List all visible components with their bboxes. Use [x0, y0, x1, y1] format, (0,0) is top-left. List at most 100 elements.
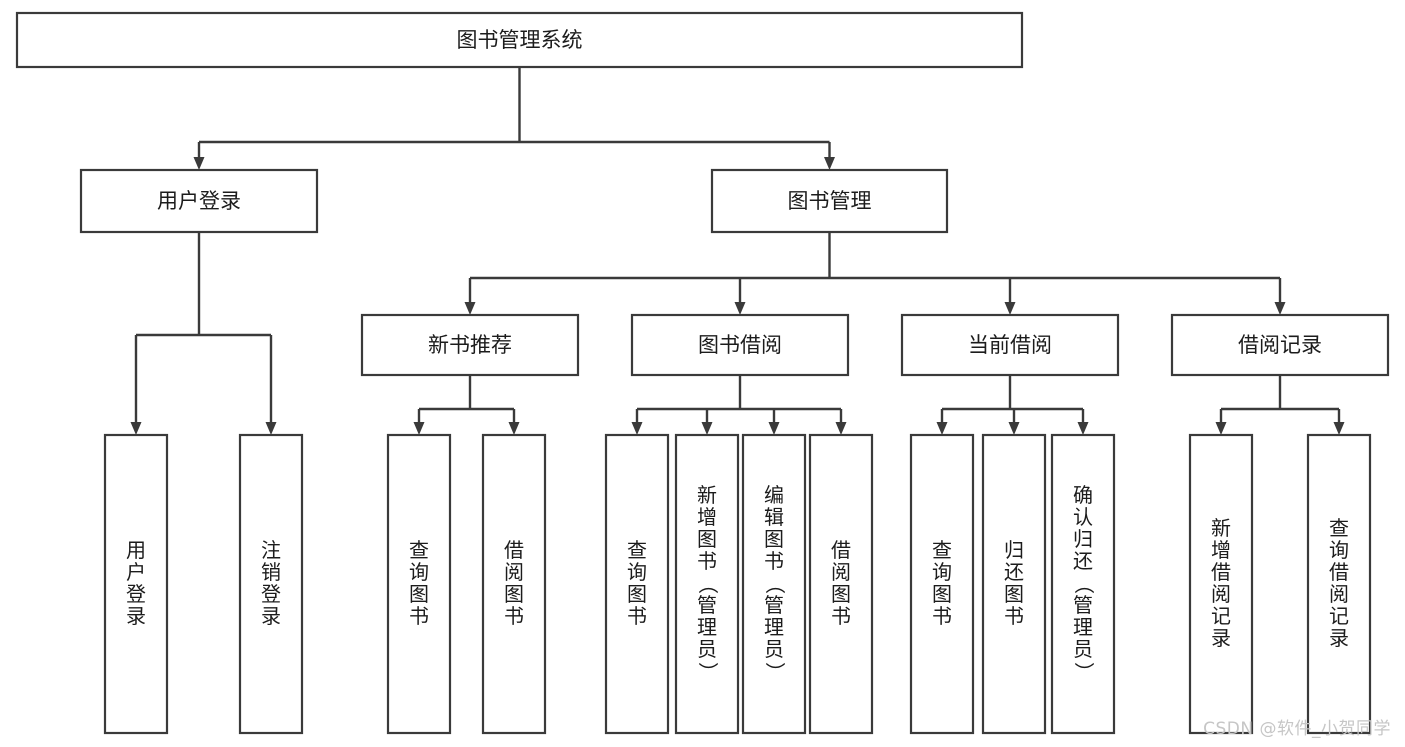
node-label-char: 阅 — [504, 560, 524, 584]
node-label-char: （ — [696, 574, 720, 594]
node-label-char: 录 — [1329, 626, 1349, 650]
node-label-char: 新 — [1211, 516, 1231, 540]
node-new-book-rec[interactable]: 新书推荐 — [360, 313, 580, 377]
node-book-manage[interactable]: 图书管理 — [710, 168, 949, 234]
node-label-char: 理 — [1073, 615, 1093, 639]
node-label-char: 理 — [697, 615, 717, 639]
arrowhead-icon — [508, 422, 520, 435]
node-box — [674, 433, 740, 735]
watermark-label: CSDN @软件_小贺同学 — [1203, 719, 1391, 739]
node-label-char: 增 — [1211, 538, 1231, 562]
node-book-borrow[interactable]: 图书借阅 — [630, 313, 850, 377]
node-box — [981, 433, 1047, 735]
node-label-char: 注 — [261, 538, 281, 562]
arrowhead-icon — [701, 422, 713, 435]
arrowhead-icon — [1215, 422, 1227, 435]
node-label-char: 录 — [1211, 626, 1231, 650]
node-box — [360, 313, 580, 377]
node-label-char: ） — [1072, 662, 1096, 682]
arrowhead-icon — [631, 422, 643, 435]
arrowhead-icon — [835, 422, 847, 435]
arrowhead-icon — [265, 422, 277, 435]
node-label-char: 录 — [261, 604, 281, 628]
node-label-char: 书 — [831, 604, 851, 628]
edge-group-root — [193, 67, 835, 170]
node-label-char: 新 — [697, 483, 717, 507]
node-label-char: 用 — [126, 538, 146, 562]
node-box — [238, 433, 304, 735]
node-label-char: 图 — [764, 527, 784, 551]
arrowhead-icon — [1004, 302, 1016, 315]
node-box — [909, 433, 975, 735]
node-box — [79, 168, 319, 234]
node-label-char: 员 — [1073, 637, 1093, 661]
node-box — [1170, 313, 1390, 377]
node-label-char: 借 — [504, 538, 524, 562]
node-label-char: 书 — [697, 549, 717, 573]
node-label-char: 记 — [1211, 604, 1231, 628]
node-label-char: 询 — [932, 560, 952, 584]
arrowhead-icon — [464, 302, 476, 315]
edge-group-user-login — [130, 232, 277, 435]
node-label-char: 书 — [504, 604, 524, 628]
node-label-char: 归 — [1004, 538, 1024, 562]
node-label-char: 记 — [1329, 604, 1349, 628]
node-label-char: 员 — [697, 637, 717, 661]
edge-group-borrow-record — [1215, 375, 1345, 435]
node-label-char: 户 — [126, 560, 146, 584]
node-label-char: 图 — [409, 582, 429, 606]
node-label-char: 图 — [831, 582, 851, 606]
arrowhead-icon — [1008, 422, 1020, 435]
node-label-char: 图 — [697, 527, 717, 551]
node-box — [386, 433, 452, 735]
node-label-char: 销 — [261, 560, 281, 584]
node-label-char: ） — [763, 662, 787, 682]
edge-group-book-manage — [464, 232, 1286, 315]
arrowhead-icon — [734, 302, 746, 315]
node-box — [15, 11, 1024, 69]
node-label-char: 查 — [1329, 516, 1349, 540]
node-root[interactable]: 图书管理系统 — [15, 11, 1024, 69]
node-box — [630, 313, 850, 377]
node-current-borrow[interactable]: 当前借阅 — [900, 313, 1120, 377]
node-label: 当前借阅 — [968, 333, 1052, 357]
node-label-char: 增 — [697, 505, 717, 529]
connector-layer — [130, 67, 1345, 435]
node-label-char: 书 — [627, 604, 647, 628]
arrowhead-icon — [413, 422, 425, 435]
node-box — [741, 433, 807, 735]
node-box — [1306, 433, 1372, 735]
edge-group-new-book-rec — [413, 375, 520, 435]
node-label-char: 阅 — [1211, 582, 1231, 606]
node-label-char: 书 — [409, 604, 429, 628]
node-label-char: 书 — [1004, 604, 1024, 628]
node-label-char: 登 — [261, 582, 281, 606]
node-box — [710, 168, 949, 234]
node-label-char: 还 — [1004, 560, 1024, 584]
node-label-char: 图 — [627, 582, 647, 606]
node-label-char: 辑 — [764, 505, 784, 529]
arrowhead-icon — [1274, 302, 1286, 315]
node-label-char: 查 — [932, 538, 952, 562]
node-label-char: 录 — [126, 604, 146, 628]
node-leaf-user-login[interactable]: 用户登录 — [103, 433, 169, 735]
node-label-char: （ — [763, 574, 787, 594]
arrowhead-icon — [936, 422, 948, 435]
node-user-login[interactable]: 用户登录 — [79, 168, 319, 234]
node-borrow-record[interactable]: 借阅记录 — [1170, 313, 1390, 377]
node-label: 借阅记录 — [1238, 333, 1322, 357]
